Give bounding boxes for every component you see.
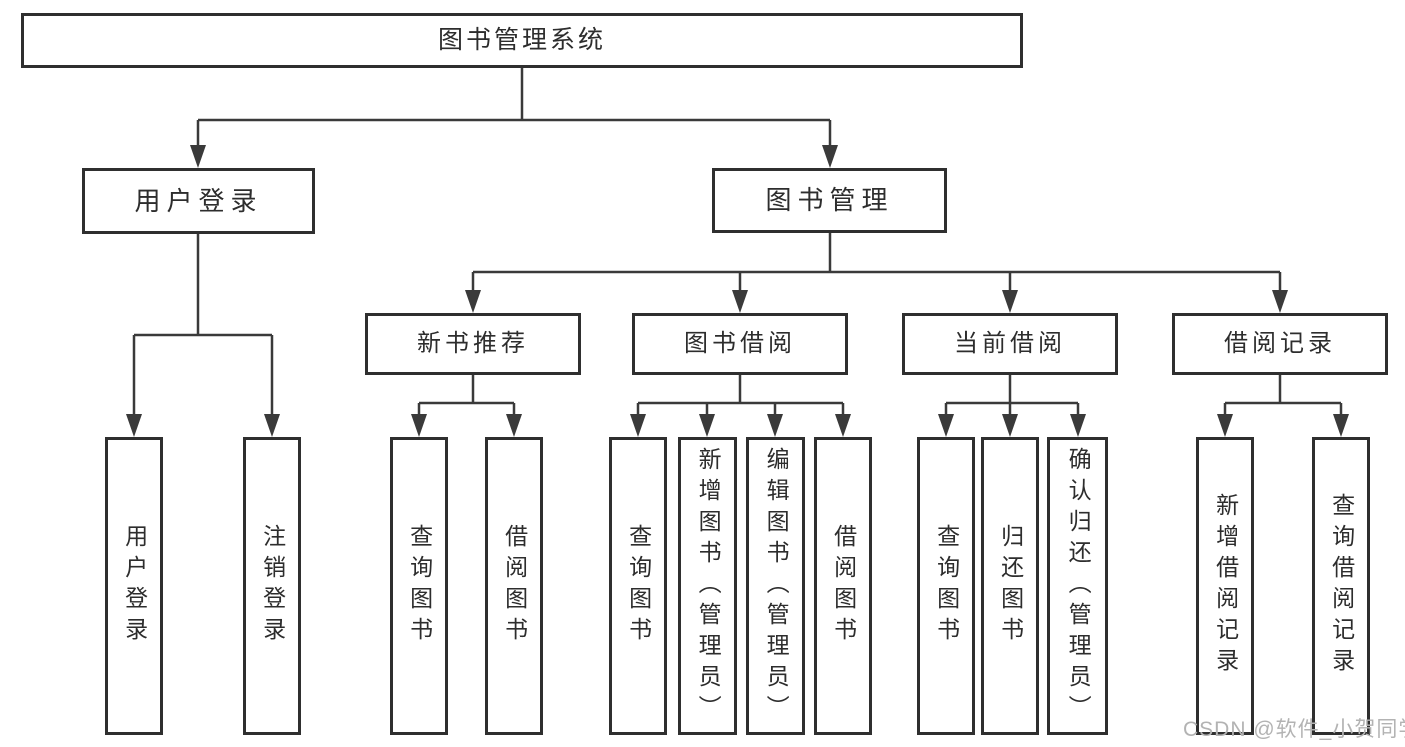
leaf-borrowing-add-books-admin: 新增图书（管理员）	[678, 437, 737, 735]
arrowhead-icon	[699, 414, 715, 437]
node-new-book-recommendation: 新书推荐	[365, 313, 581, 375]
arrowhead-icon	[1272, 290, 1288, 313]
watermark-text: CSDN @软件_小贺同学	[1183, 718, 1405, 741]
leaf-newbook-query-books: 查询图书	[390, 437, 448, 735]
connector-newbook-to-leaves	[417, 375, 516, 416]
arrowhead-icon	[1217, 414, 1233, 437]
leaf-logout-login: 注销登录	[243, 437, 301, 735]
arrowhead-icon	[506, 414, 522, 437]
connector-currentborrow-to-leaves	[944, 375, 1080, 416]
arrowhead-icon	[938, 414, 954, 437]
leaf-current-confirm-return-admin: 确认归还（管理员）	[1047, 437, 1108, 735]
arrowhead-icon	[1333, 414, 1349, 437]
arrowhead-icon	[732, 290, 748, 313]
connector-bookborrow-to-leaves	[636, 375, 845, 416]
node-book-borrowing: 图书借阅	[632, 313, 848, 375]
arrowhead-icon	[822, 145, 838, 168]
connector-bookmgmt-to-level3	[471, 233, 1282, 292]
connector-root-to-level2	[196, 68, 832, 147]
arrowhead-icon	[1002, 290, 1018, 313]
leaf-borrowing-query-books: 查询图书	[609, 437, 667, 735]
connector-userlogin-to-leaves	[132, 234, 274, 416]
node-library-system: 图书管理系统	[21, 13, 1023, 68]
arrowhead-icon	[1002, 414, 1018, 437]
arrowhead-icon	[1070, 414, 1086, 437]
arrowhead-icon	[835, 414, 851, 437]
leaf-borrowing-borrow-books: 借阅图书	[814, 437, 872, 735]
arrowhead-icon	[630, 414, 646, 437]
node-current-borrowing: 当前借阅	[902, 313, 1118, 375]
arrowhead-icon	[190, 145, 206, 168]
leaf-newbook-borrow-books: 借阅图书	[485, 437, 543, 735]
leaf-records-query-borrow-record: 查询借阅记录	[1312, 437, 1370, 735]
leaf-borrowing-edit-books-admin: 编辑图书（管理员）	[746, 437, 805, 735]
node-borrowing-records: 借阅记录	[1172, 313, 1388, 375]
node-book-management: 图书管理	[712, 168, 947, 233]
arrowhead-icon	[767, 414, 783, 437]
arrowhead-icon	[465, 290, 481, 313]
leaf-current-query-books: 查询图书	[917, 437, 975, 735]
connector-records-to-leaves	[1223, 375, 1343, 416]
leaf-current-return-books: 归还图书	[981, 437, 1039, 735]
arrowhead-icon	[264, 414, 280, 437]
arrowhead-icon	[411, 414, 427, 437]
leaf-records-add-borrow-record: 新增借阅记录	[1196, 437, 1254, 735]
leaf-user-login: 用户登录	[105, 437, 163, 735]
node-user-login: 用户登录	[82, 168, 315, 234]
arrowhead-icon	[126, 414, 142, 437]
